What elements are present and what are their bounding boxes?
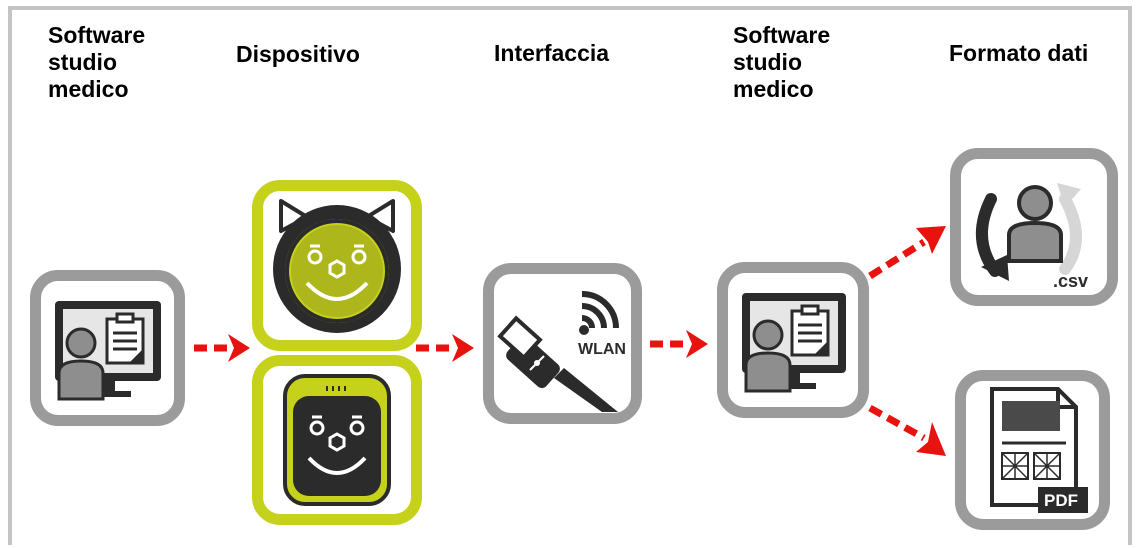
practice-computer-icon: [55, 301, 161, 401]
wlan-label: WLAN: [578, 341, 626, 358]
device-face-round-icon: [273, 199, 401, 333]
interface-tile: WLAN: [483, 263, 642, 424]
practice-computer-icon: [742, 293, 846, 393]
diagram-frame: [8, 6, 1132, 545]
dashed-arrow-to-csv: [868, 226, 946, 279]
device-tile-top: [252, 180, 422, 351]
practice-software-tile-right: [717, 262, 869, 418]
csv-format-tile: .csv: [950, 148, 1118, 306]
practice-software-tile-left: [30, 270, 185, 426]
usb-wlan-icon: WLAN: [497, 291, 626, 412]
device-face-square-icon: [283, 374, 391, 506]
dashed-arrow-1: [194, 334, 250, 362]
header-software-studio-medico-left: Software studio medico: [48, 22, 146, 102]
header-formato-dati: Formato dati: [949, 40, 1089, 66]
dashed-arrow-3: [650, 330, 708, 358]
csv-export-icon: .csv: [975, 183, 1088, 291]
pdf-format-tile: PDF: [955, 370, 1110, 530]
header-software-studio-medico-right: Software studio medico: [733, 22, 831, 102]
csv-label: .csv: [1053, 271, 1088, 291]
pdf-label: PDF: [1044, 491, 1078, 510]
dashed-arrow-2: [416, 334, 474, 362]
dashed-arrow-to-pdf: [868, 404, 946, 456]
header-dispositivo: Dispositivo: [236, 41, 360, 67]
device-tile-bottom: [252, 355, 422, 525]
pdf-document-icon: PDF: [990, 387, 1088, 513]
header-interfaccia: Interfaccia: [494, 40, 610, 66]
